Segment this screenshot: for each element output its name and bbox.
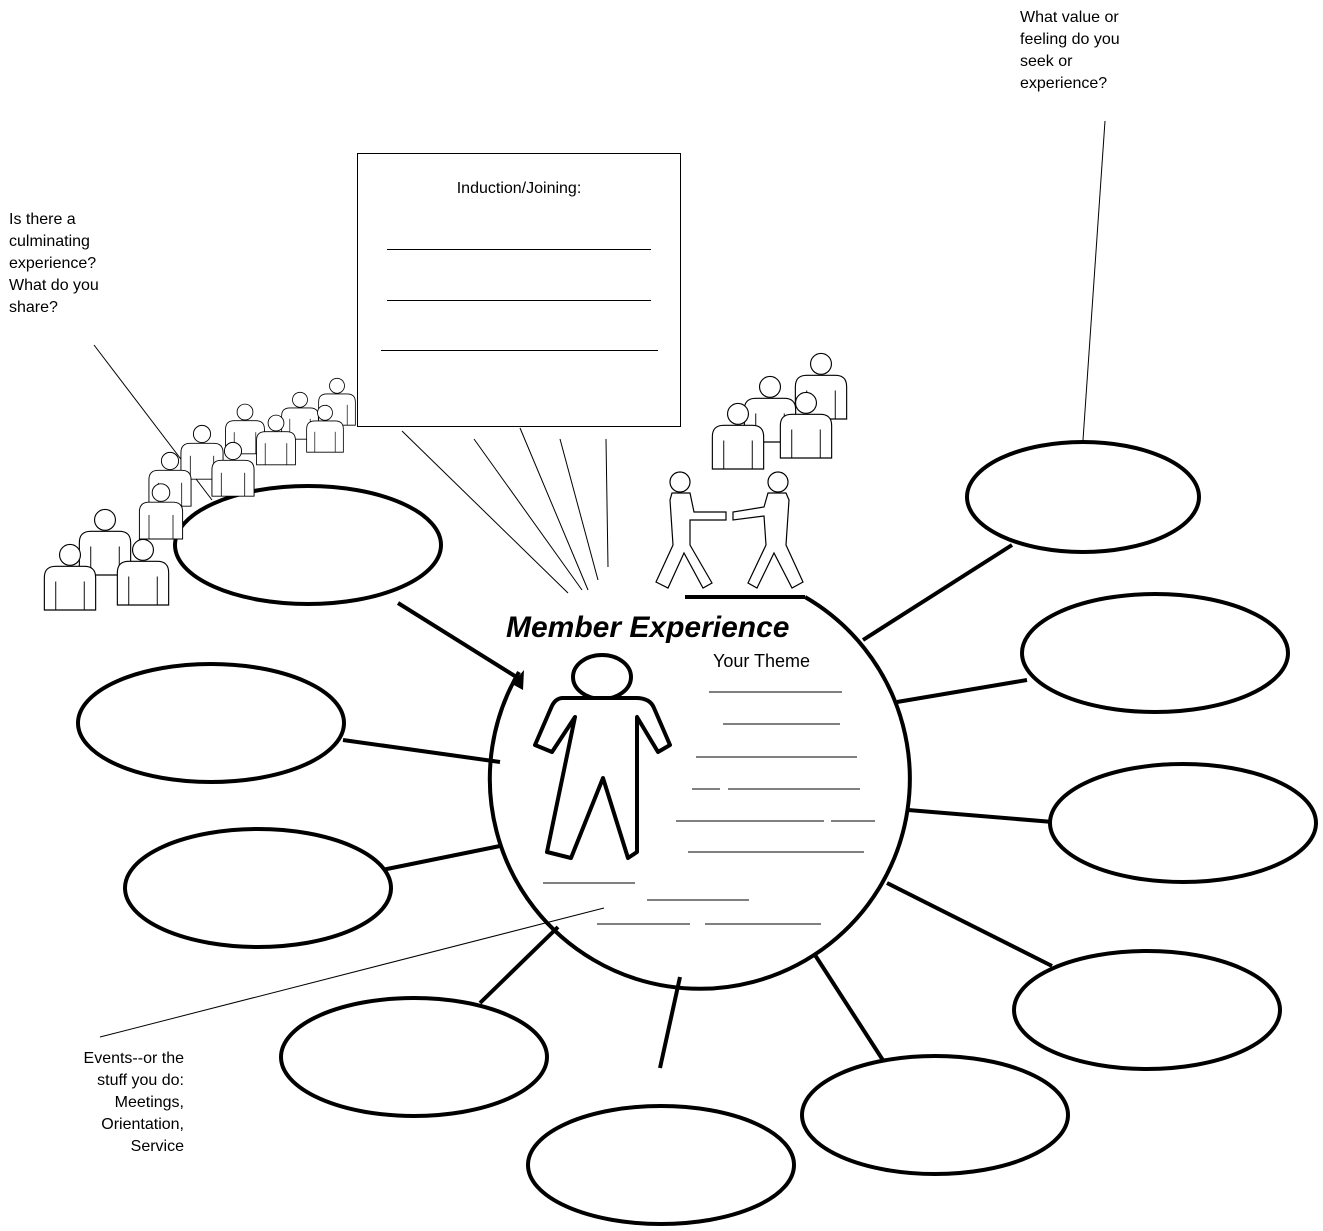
note-line: feeling do you [1020, 31, 1120, 48]
note-line: What do you [9, 277, 99, 294]
oval-right-3 [1048, 762, 1318, 884]
theme-label: Your Theme [713, 651, 811, 671]
center-circle [487, 595, 912, 991]
oval-left-1 [76, 662, 346, 784]
induction-blank-line-2 [387, 300, 651, 301]
note-line: stuff you do: [97, 1072, 184, 1089]
note-line: What value or [1020, 9, 1119, 26]
handshake-figures [655, 471, 804, 589]
note-line: share? [9, 299, 58, 316]
induction-blank-line-1 [387, 249, 651, 250]
note-line: Orientation, [101, 1116, 184, 1133]
note-line: experience? [1020, 75, 1108, 92]
note-line: Is there a [9, 211, 76, 228]
arrow-head [512, 670, 524, 690]
note-culminating-experience: Is there a culminating experience? What … [9, 209, 99, 319]
oval-bottom-right [800, 1054, 1070, 1176]
induction-title: Induction/Joining: [456, 180, 582, 197]
note-line: seek or [1020, 53, 1073, 70]
oval-left-2 [123, 827, 393, 949]
oval-value [965, 440, 1201, 554]
crowd-figures-right [711, 352, 848, 470]
induction-box: Induction/Joining: [357, 153, 681, 427]
theme-blank-lines [543, 691, 875, 925]
connector-lines [342, 543, 1054, 1070]
oval-culminating [173, 484, 443, 606]
note-value-feeling: What value or feeling do you seek or exp… [1020, 7, 1120, 95]
oval-right-2 [1020, 592, 1290, 714]
oval-bottom-left [279, 996, 549, 1118]
oval-right-4 [1012, 949, 1282, 1071]
note-line: Events--or the [83, 1050, 184, 1067]
note-line: Meetings, [114, 1094, 184, 1111]
oval-bottom [526, 1104, 796, 1226]
induction-blank-line-3 [381, 350, 658, 351]
note-line: Service [130, 1138, 184, 1155]
note-line: culminating [9, 233, 90, 250]
center-title: Member Experience [506, 611, 790, 644]
member-figure [533, 653, 672, 860]
note-events: Events--or the stuff you do: Meetings, O… [84, 1048, 184, 1158]
note-line: experience? [9, 255, 97, 272]
blank-ovals [76, 440, 1318, 1226]
